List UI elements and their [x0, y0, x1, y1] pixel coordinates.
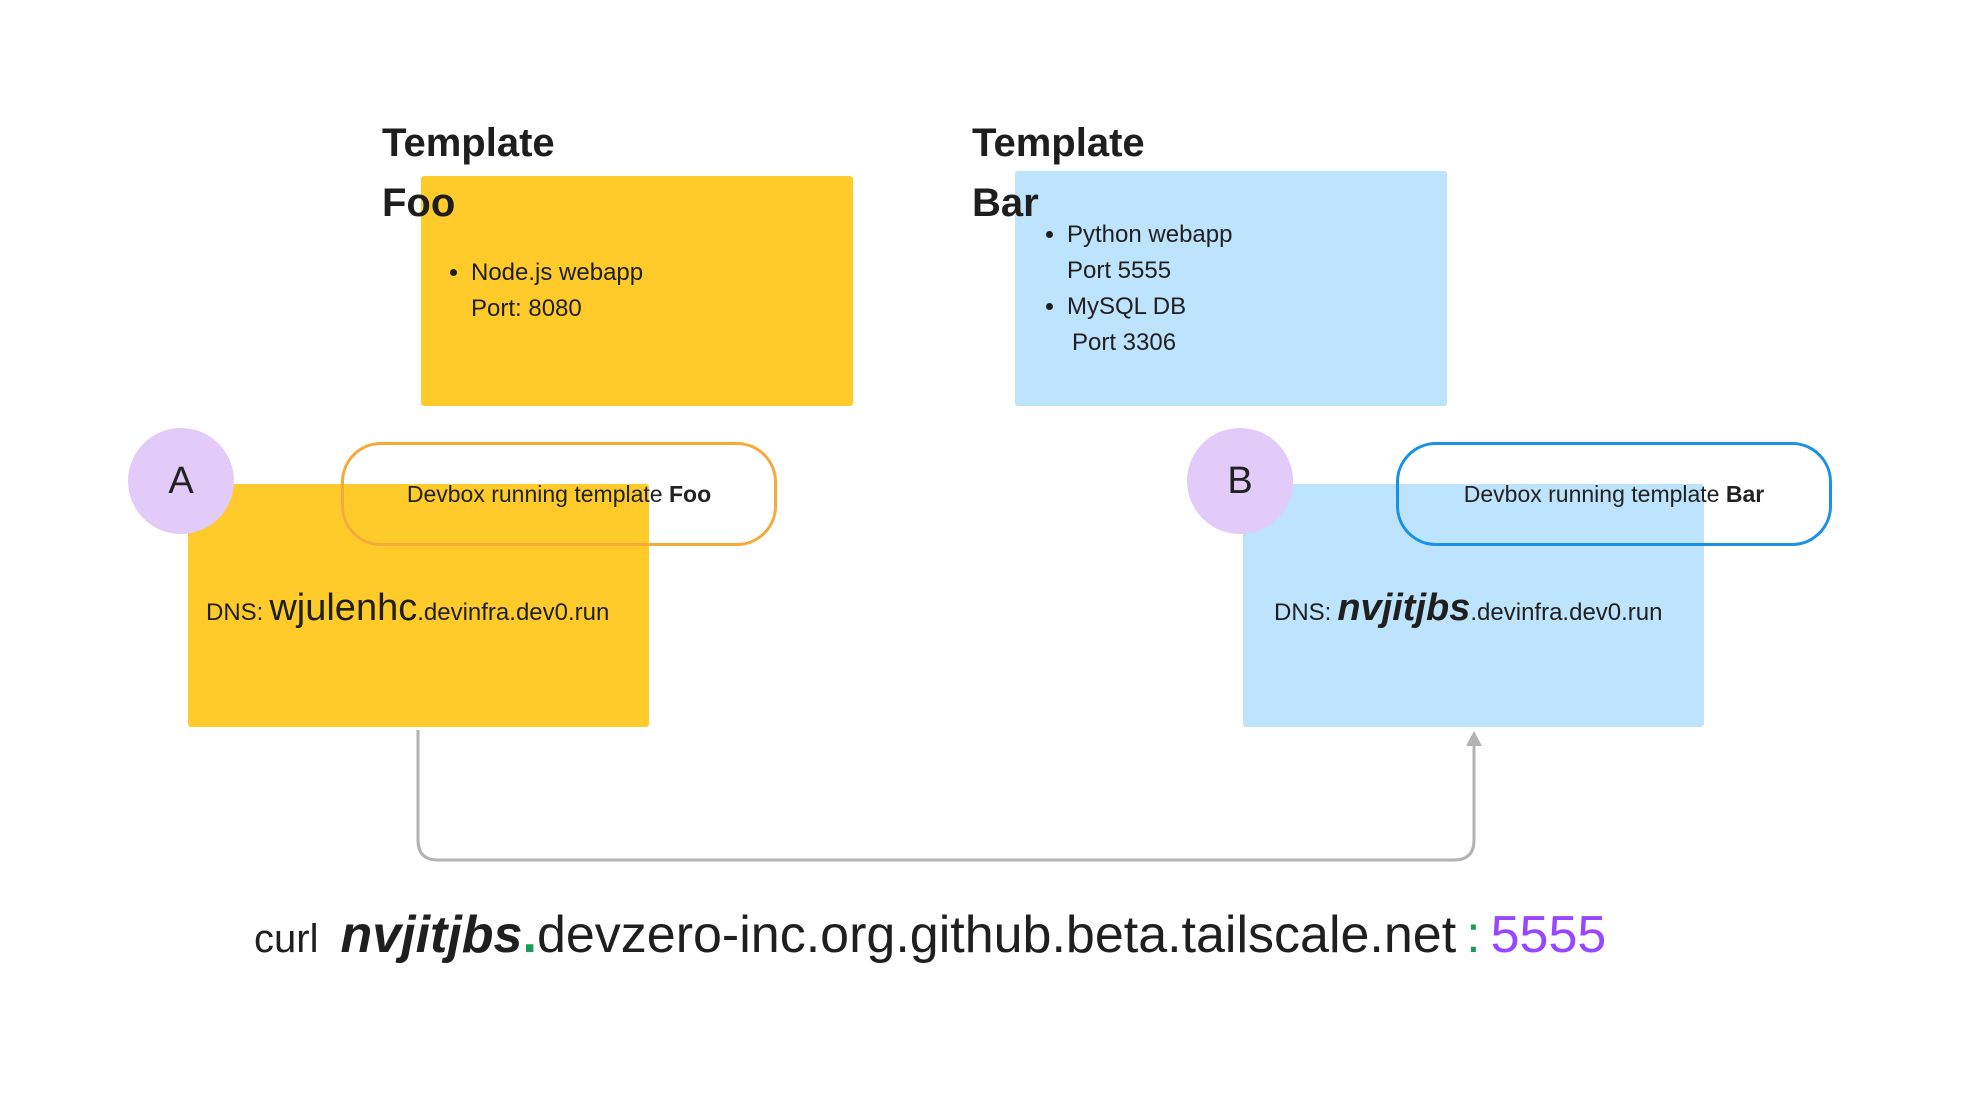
curl-command: curl nvjitjbs . devzero-inc.org.github.b…	[254, 906, 1607, 964]
connector-line	[416, 730, 1476, 862]
list-item: MySQL DB Port 3306	[1067, 289, 1232, 361]
arrowhead-icon	[1466, 731, 1482, 746]
devbox-a-dns: DNS: wjulenhc .devinfra.dev0.run	[206, 587, 610, 629]
devbox-a-label: Devbox running template Foo	[341, 442, 777, 546]
template-bar-note	[1015, 171, 1447, 406]
template-bar-list: Python webapp Port 5555 MySQL DB Port 33…	[1039, 217, 1232, 361]
template-foo-list: Node.js webapp Port: 8080	[443, 255, 643, 327]
devbox-b-label: Devbox running template Bar	[1396, 442, 1832, 546]
devbox-b-note	[1243, 484, 1704, 727]
devbox-b-badge: B	[1187, 428, 1293, 534]
list-item: Node.js webapp Port: 8080	[471, 255, 643, 327]
devbox-b-dns: DNS: nvjitjbs .devinfra.dev0.run	[1274, 587, 1663, 629]
devbox-a-note	[188, 484, 649, 727]
template-foo-note	[421, 176, 853, 406]
devbox-a-badge: A	[128, 428, 234, 534]
list-item: Python webapp Port 5555	[1067, 217, 1232, 289]
template-bar-heading: Template Bar	[972, 121, 1145, 225]
template-foo-heading: Template Foo	[382, 121, 555, 225]
